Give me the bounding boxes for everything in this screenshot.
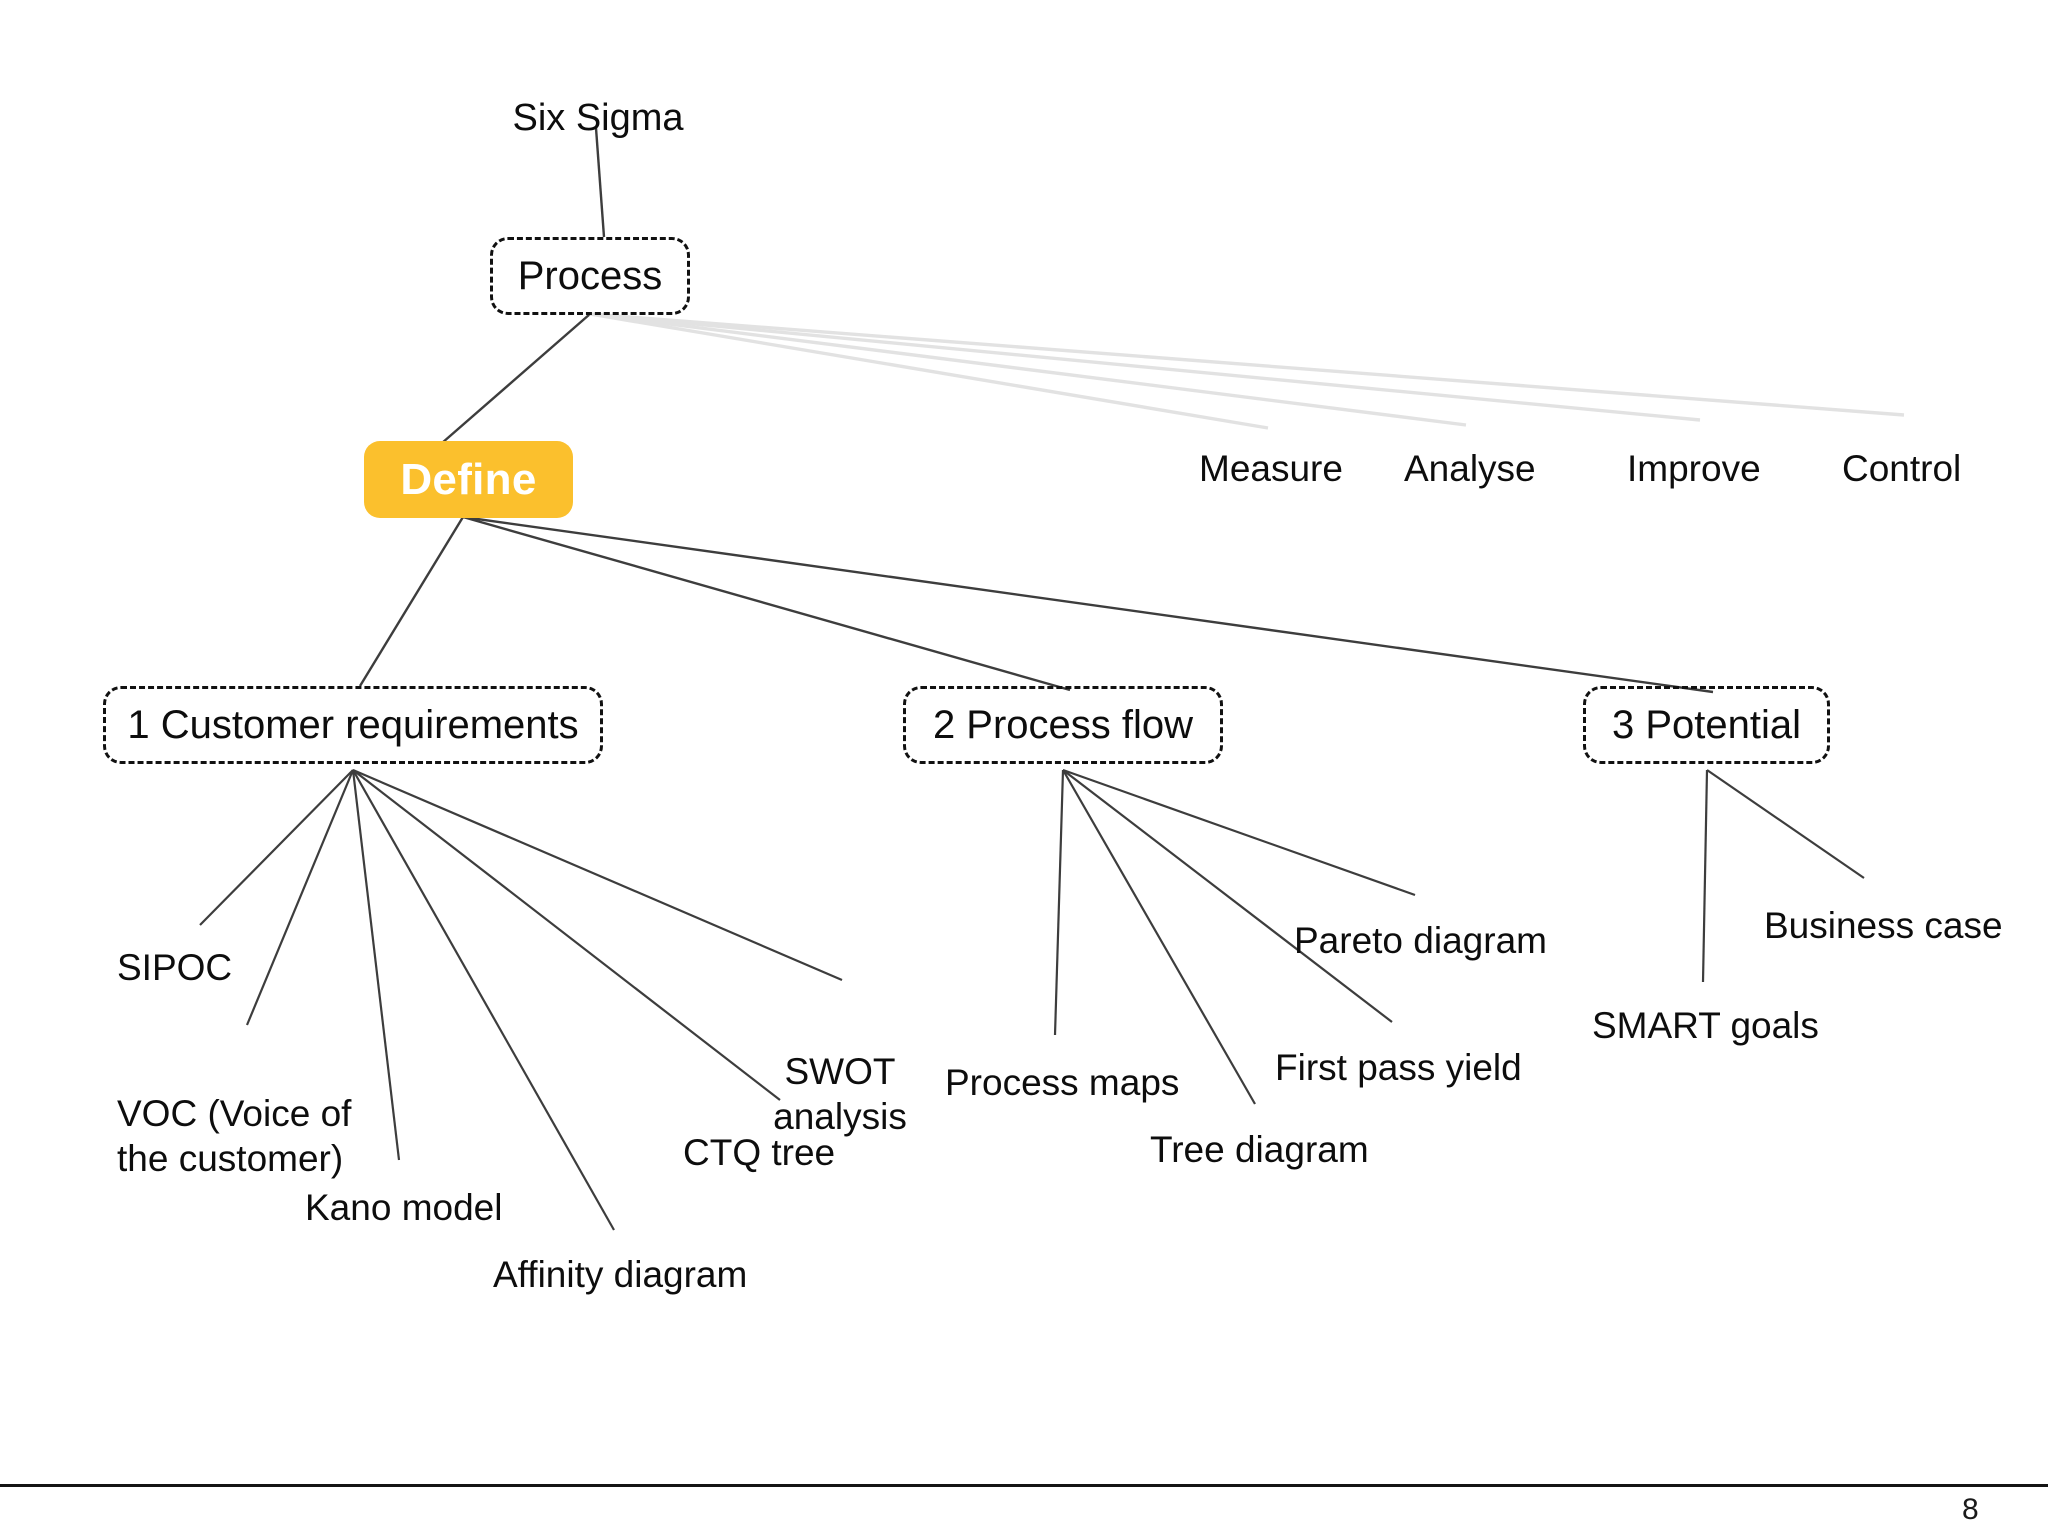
- leaf-swot-analysis[interactable]: SWOT analysis: [760, 1004, 920, 1139]
- node-customer-requirements-label: 1 Customer requirements: [127, 702, 579, 747]
- leaf-ctq-tree[interactable]: CTQ tree: [683, 1130, 835, 1175]
- leaf-smart-goals-label: SMART goals: [1592, 1005, 1819, 1046]
- node-define[interactable]: Define: [364, 441, 573, 518]
- edge-group-customer-requirements: [199, 768, 843, 1231]
- leaf-first-pass-yield-label: First pass yield: [1275, 1047, 1522, 1088]
- page-number: 8: [1962, 1493, 1979, 1527]
- leaf-process-maps-label: Process maps: [945, 1062, 1180, 1103]
- node-six-sigma[interactable]: Six Sigma: [512, 95, 683, 141]
- edge-group-process-flow: [1053, 768, 1416, 1105]
- leaf-pareto-diagram[interactable]: Pareto diagram: [1294, 918, 1547, 963]
- leaf-kano-model[interactable]: Kano model: [305, 1185, 502, 1230]
- node-phase-measure-label: Measure: [1199, 448, 1343, 489]
- node-phase-improve[interactable]: Improve: [1627, 446, 1761, 491]
- leaf-pareto-diagram-label: Pareto diagram: [1294, 920, 1547, 961]
- node-phase-analyse-label: Analyse: [1404, 448, 1536, 489]
- node-six-sigma-label: Six Sigma: [512, 97, 684, 139]
- leaf-affinity-diagram[interactable]: Affinity diagram: [493, 1252, 747, 1297]
- leaf-ctq-tree-label: CTQ tree: [683, 1132, 836, 1173]
- node-potential[interactable]: 3 Potential: [1583, 686, 1830, 764]
- node-phase-measure[interactable]: Measure: [1199, 446, 1343, 491]
- node-customer-requirements[interactable]: 1 Customer requirements: [103, 686, 603, 764]
- node-phase-control-label: Control: [1842, 448, 1962, 489]
- edge-root-to-process: [594, 127, 606, 238]
- node-phase-analyse[interactable]: Analyse: [1404, 446, 1536, 491]
- leaf-process-maps[interactable]: Process maps: [945, 1060, 1179, 1105]
- leaf-tree-diagram[interactable]: Tree diagram: [1150, 1127, 1369, 1172]
- node-process-label: Process: [517, 253, 663, 298]
- leaf-sipoc[interactable]: SIPOC: [117, 945, 232, 990]
- leaf-sipoc-label: SIPOC: [117, 947, 233, 988]
- leaf-business-case[interactable]: Business case: [1764, 903, 2003, 948]
- node-process-flow-label: 2 Process flow: [932, 702, 1194, 747]
- node-process[interactable]: Process: [490, 237, 690, 315]
- footer-divider: [0, 1484, 2048, 1487]
- leaf-first-pass-yield[interactable]: First pass yield: [1275, 1045, 1522, 1090]
- leaf-tree-diagram-label: Tree diagram: [1150, 1129, 1369, 1170]
- leaf-smart-goals[interactable]: SMART goals: [1592, 1003, 1819, 1048]
- page-number-value: 8: [1962, 1493, 1979, 1526]
- node-define-label: Define: [400, 454, 537, 504]
- leaf-kano-model-label: Kano model: [305, 1187, 503, 1228]
- node-phase-control[interactable]: Control: [1842, 446, 1961, 491]
- leaf-voc[interactable]: VOC (Voice of the customer): [117, 1046, 367, 1181]
- leaf-voc-label: VOC (Voice of the customer): [117, 1093, 352, 1180]
- edge-process-to-define: [441, 313, 591, 444]
- node-potential-label: 3 Potential: [1611, 702, 1802, 747]
- edge-group-process-to-phases: [589, 312, 1905, 430]
- leaf-business-case-label: Business case: [1764, 905, 2003, 946]
- node-phase-improve-label: Improve: [1627, 448, 1761, 489]
- leaf-affinity-diagram-label: Affinity diagram: [493, 1254, 748, 1295]
- node-process-flow[interactable]: 2 Process flow: [903, 686, 1223, 764]
- leaf-swot-analysis-label: SWOT analysis: [773, 1051, 907, 1138]
- edge-group-define-to-branches: [358, 515, 1714, 694]
- edge-group-potential: [1701, 769, 1865, 983]
